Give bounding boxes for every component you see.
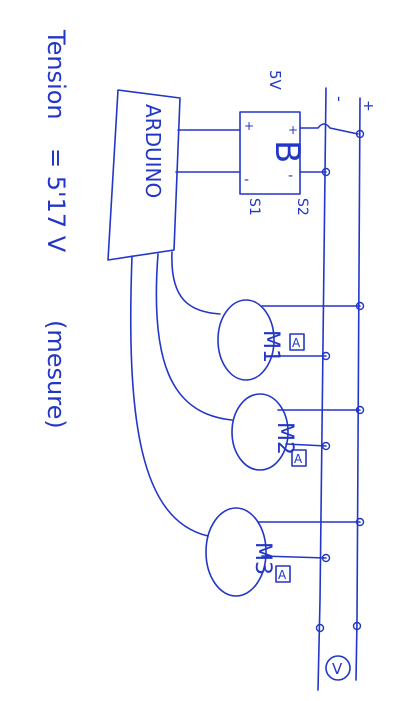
ammeter-2-label: A (294, 452, 303, 466)
ammeter-3-box (275, 565, 291, 583)
motor-1-circle (217, 299, 275, 381)
regulator-minus-right: - (288, 168, 293, 184)
regulator-plus-right: + (288, 123, 298, 137)
regulator-s1-label: S1 (246, 198, 262, 216)
node-motor-2-neg (321, 441, 331, 451)
ammeter-2-box (291, 449, 307, 467)
voltmeter-circle (325, 655, 351, 681)
positive-rail (355, 97, 361, 681)
regulator-minus-left: - (244, 172, 249, 188)
ammeter-1-box (289, 333, 305, 351)
arduino-label: ARDUINO (141, 104, 165, 198)
wire-regulator-pos (299, 123, 359, 135)
node-motor-1-neg (321, 351, 331, 361)
voltage-label: Tension (42, 29, 70, 120)
regulator-symbol: B (267, 140, 307, 163)
motor-3-label: M3 (250, 542, 275, 575)
node-regulator-pos (355, 129, 365, 139)
ammeter-3-label: A (278, 568, 287, 582)
wire-arduino-motor-3 (129, 255, 209, 537)
motor-3-circle (205, 507, 267, 597)
wire-arduino-motor-1 (171, 251, 221, 315)
voltage-value: = 5'17 V (42, 148, 70, 253)
node-regulator-neg (321, 167, 331, 177)
wire-motor-3-neg (261, 555, 327, 559)
node-bottom-pos (352, 621, 362, 631)
voltmeter-label: V (332, 660, 343, 678)
measure-note: (mesure) (42, 320, 70, 429)
node-motor-3-pos (355, 517, 365, 527)
node-motor-3-neg (321, 553, 331, 563)
node-motor-1-pos (355, 301, 365, 311)
regulator-box (239, 111, 301, 195)
wire-motor-2-neg (285, 443, 327, 447)
rail-minus-sign: - (330, 96, 349, 102)
regulator-plus-left: + (244, 119, 254, 133)
regulator-s2-label: S2 (294, 198, 310, 216)
node-bottom-neg (315, 623, 325, 633)
rail-plus-sign: + (360, 100, 376, 112)
ammeter-1-label: A (292, 336, 301, 350)
source-voltage-label: 5V (266, 70, 284, 91)
node-motor-2-pos (355, 405, 365, 415)
motor-2-circle (231, 393, 289, 471)
arduino-box (107, 89, 181, 261)
motor-1-label: M1 (258, 330, 283, 363)
voltage-annotation: Tension = 5'17 V (mesure) (42, 29, 70, 429)
negative-rail (317, 87, 327, 691)
wire-arduino-motor-2 (155, 253, 233, 421)
